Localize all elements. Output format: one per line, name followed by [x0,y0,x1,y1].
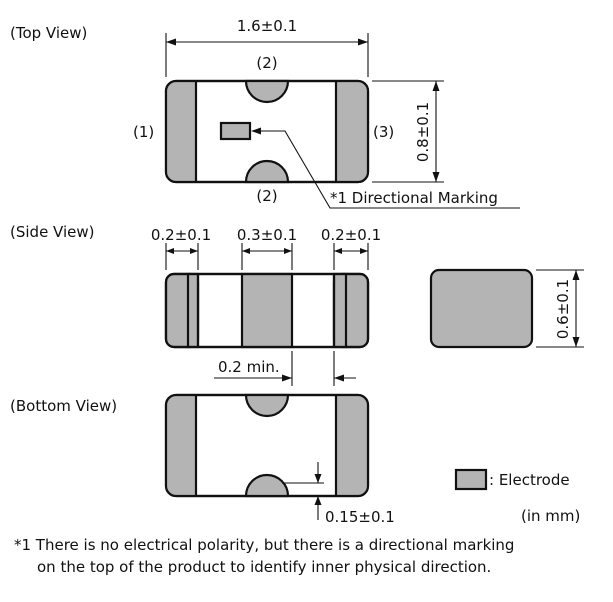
end-view-component [429,268,534,349]
bottom-offset-label: 0.15±0.1 [325,508,395,526]
side-center-electrode [240,272,294,349]
side-gap-dimension [214,351,356,386]
side-center-electrode-label: 0.3±0.1 [237,226,297,244]
directional-marking [219,121,252,141]
top-width-label: 0.8±0.1 [414,102,432,162]
side-electrode-dimensions [165,243,369,270]
side-view-label: (Side View) [10,223,95,241]
end-height-dimension [536,269,584,348]
top-width-dimension [372,80,444,183]
bottom-view-label: (Bottom View) [10,397,117,415]
electrode-legend-label: : Electrode [489,471,570,489]
top-view-label: (Top View) [10,24,87,42]
footnote-line-1: *1 There is no electrical polarity, but … [14,536,514,554]
electrode-legend-swatch [454,468,488,491]
top-right-electrode [334,81,368,182]
end-height-label: 0.6±0.1 [554,279,572,339]
side-right-electrode-label: 0.2±0.1 [321,226,381,244]
top-left-electrode [166,81,198,182]
bottom-view-component [164,393,370,498]
top-length-dimension [165,33,369,77]
terminal-3-label: (3) [373,123,394,141]
marking-callout-label: *1 Directional Marking [330,189,498,207]
side-gap-label: 0.2 min. [218,358,280,376]
terminal-2-top-label: (2) [256,54,277,72]
units-label: (in mm) [521,507,580,525]
terminal-2-bottom-label: (2) [256,187,277,205]
terminal-1-label: (1) [133,123,154,141]
footnote-line-2: on the top of the product to identify in… [37,558,491,576]
side-left-electrode-label: 0.2±0.1 [151,226,211,244]
top-length-label: 1.6±0.1 [237,17,297,35]
side-view-component [164,272,370,349]
top-upper-electrode [244,79,290,104]
bottom-offset-dimension [282,462,324,520]
top-lower-electrode [244,159,290,184]
marking-callout-leader [251,127,520,209]
